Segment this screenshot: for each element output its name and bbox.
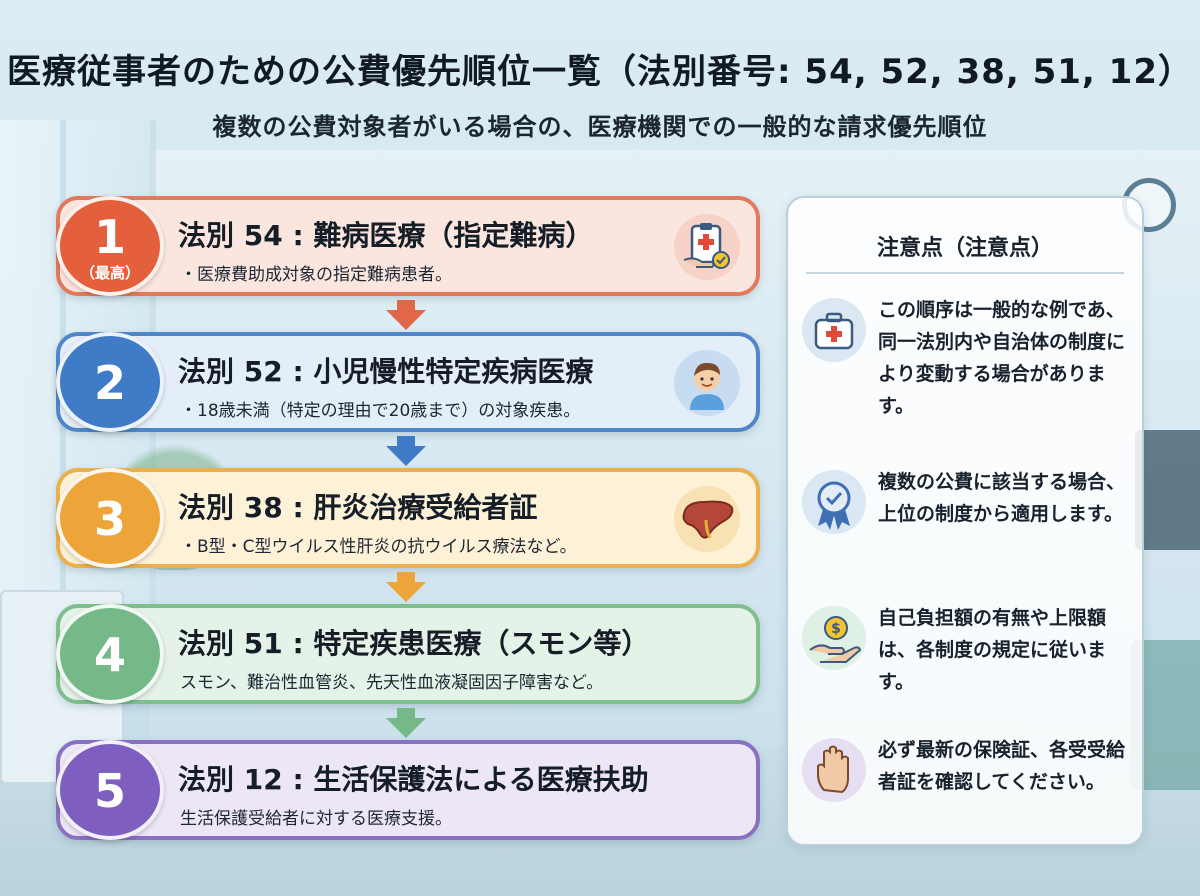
priority-title: 法別 12 : 生活保護法による医療扶助 xyxy=(178,763,649,796)
award-ribbon-icon xyxy=(802,470,866,534)
raised-hand-icon xyxy=(802,738,866,802)
priority-card-4: 4 法別 51 : 特定疾患医療（スモン等） スモン、難治性血管炎、先天性血液凝… xyxy=(56,604,760,704)
priority-card-1: 1 （最高） 法別 54 : 難病医療（指定難病） ・医療費助成対象の指定難病患… xyxy=(56,196,760,296)
liver-icon xyxy=(674,486,740,552)
rank-number: 2 xyxy=(93,356,126,410)
priority-card-2: 2 法別 52 : 小児慢性特定疾病医療 ・18歳未満（特定の理由で20歳まで）… xyxy=(56,332,760,432)
child-icon xyxy=(674,350,740,416)
priority-title: 法別 54 : 難病医療（指定難病） xyxy=(178,219,594,252)
rank-badge-2: 2 xyxy=(56,332,164,432)
rank-number: 1 xyxy=(93,210,126,264)
rank-badge-5: 5 xyxy=(56,740,164,840)
note-text: 複数の公費に該当する場合、上位の制度から適用します。 xyxy=(878,471,1126,525)
page-title: 医療従事者のための公費優先順位一覧（法別番号: 54, 52, 38, 51, … xyxy=(6,52,1194,92)
rank-number: 3 xyxy=(93,492,126,546)
hand-coin-icon: $ xyxy=(802,606,866,670)
rank-note: （最高） xyxy=(79,264,140,282)
priority-description: 生活保護受給者に対する医療支援。 xyxy=(180,809,452,829)
priority-title: 法別 38 : 肝炎治療受給者証 xyxy=(178,491,538,524)
header: 医療従事者のための公費優先順位一覧（法別番号: 54, 52, 38, 51, … xyxy=(0,44,1200,142)
priority-title: 法別 51 : 特定疾患医療（スモン等） xyxy=(178,627,650,660)
priority-card-3: 3 法別 38 : 肝炎治療受給者証 ・B型・C型ウイルス性肝炎の抗ウイルス療法… xyxy=(56,468,760,568)
notes-panel: 注意点（注意点） この順序は一般的な例であ、同一法別内や自治体の制度により変動す… xyxy=(786,196,1144,846)
rank-badge-1: 1 （最高） xyxy=(56,196,164,296)
priority-card-5: 5 法別 12 : 生活保護法による医療扶助 生活保護受給者に対する医療支援。 xyxy=(56,740,760,840)
note-text: 自己負担額の有無や上限額は、各制度の規定に従います。 xyxy=(878,607,1107,693)
rank-badge-3: 3 xyxy=(56,468,164,568)
medical-kit-icon xyxy=(802,298,866,362)
divider xyxy=(806,272,1124,274)
priority-description: スモン、難治性血管炎、先天性血液凝固因子障害など。 xyxy=(180,673,604,693)
priority-description: ・医療費助成対象の指定難病患者。 xyxy=(180,265,452,285)
background-monitor xyxy=(1135,430,1200,550)
priority-description: ・B型・C型ウイルス性肝炎の抗ウイルス療法など。 xyxy=(180,537,577,557)
page-subtitle: 複数の公費対象者がいる場合の、医療機関での一般的な請求優先順位 xyxy=(212,113,988,141)
note-text: この順序は一般的な例であ、同一法別内や自治体の制度により変動する場合があります。 xyxy=(878,299,1126,417)
rank-badge-4: 4 xyxy=(56,604,164,704)
note-text: 必ず最新の保険証、各受受給者証を確認してください。 xyxy=(878,739,1126,793)
clipboard-medical-icon xyxy=(674,214,740,280)
rank-number: 5 xyxy=(93,764,126,818)
priority-title: 法別 52 : 小児慢性特定疾病医療 xyxy=(178,355,594,388)
svg-text:$: $ xyxy=(831,621,841,637)
rank-number: 4 xyxy=(93,628,126,682)
notes-panel-title: 注意点（注意点） xyxy=(876,236,1053,261)
priority-description: ・18歳未満（特定の理由で20歳まで）の対象疾患。 xyxy=(180,401,581,421)
